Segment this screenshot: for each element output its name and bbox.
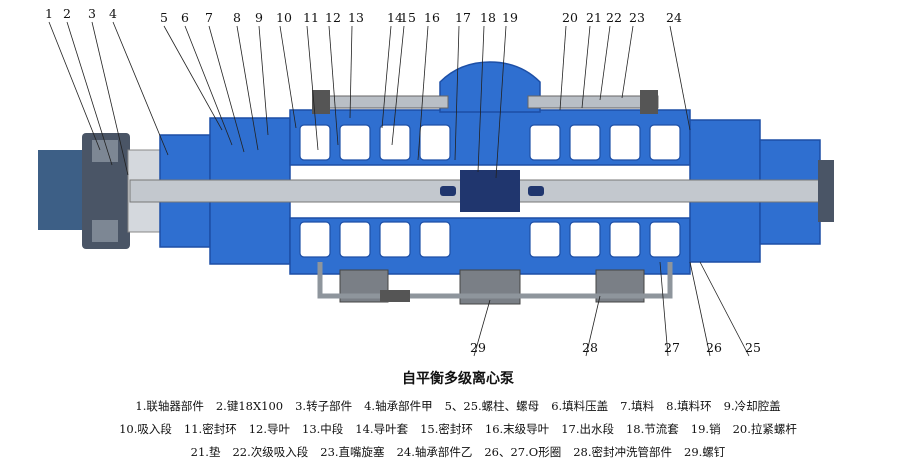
pump-casing [159, 61, 821, 275]
callout-number: 11 [303, 10, 319, 25]
callout-number: 4 [109, 6, 117, 21]
legend-item: 4.轴承部件甲 [364, 399, 433, 413]
callout-number: 15 [400, 10, 416, 25]
callout-number: 27 [664, 340, 680, 355]
leader-line [306, 25, 319, 151]
legend-item: 21.垫 [190, 445, 221, 459]
leader-line [258, 25, 269, 136]
callout-number: 22 [606, 10, 622, 25]
legend-item: 26、27.O形圈 [484, 445, 562, 459]
legend-item: 23.直嘴旋塞 [320, 445, 385, 459]
leader-line [236, 25, 259, 151]
legend-item: 13.中段 [302, 422, 344, 436]
legend-item: 24.轴承部件乙 [396, 445, 473, 459]
legend-item: 20.拉紧螺杆 [732, 422, 797, 436]
leader-line [473, 299, 491, 357]
legend-item: 11.密封环 [183, 422, 237, 436]
legend-item: 10.吸入段 [119, 422, 172, 436]
legend-item: 5、25.螺柱、螺母 [444, 399, 540, 413]
leader-line [669, 25, 691, 131]
callout-number: 23 [629, 10, 645, 25]
leader-line [208, 25, 245, 153]
leader-line [581, 25, 591, 109]
leader-line [621, 25, 634, 99]
legend-item: 12.导叶 [248, 422, 290, 436]
diagram-title: 自平衡多级离心泵 [402, 371, 514, 387]
callout-number: 1 [45, 6, 53, 21]
callout-number: 21 [586, 10, 602, 25]
legend-item: 6.填料压盖 [551, 399, 609, 413]
callout-number: 6 [181, 10, 189, 25]
leader-line [495, 25, 507, 179]
callout-number: 16 [424, 10, 440, 25]
callout-number: 14 [387, 10, 403, 25]
leader-line [391, 25, 405, 146]
leader-line [689, 261, 711, 357]
leader-line [163, 25, 223, 131]
leader-line [48, 21, 101, 151]
legend-item: 17.出水段 [561, 422, 614, 436]
legend-item: 7.填料 [620, 399, 655, 413]
legend-item: 3.转子部件 [295, 399, 353, 413]
legend-item: 16.末级导叶 [484, 422, 550, 436]
tie-rod-top-left [317, 95, 449, 109]
legend-item: 28.密封冲洗管部件 [573, 445, 673, 459]
leader-line [559, 25, 567, 111]
callout-number: 25 [745, 340, 761, 355]
callout-number: 29 [470, 340, 486, 355]
flush-pipe [317, 262, 673, 299]
legend-item: 18.节流套 [625, 422, 679, 436]
callout-number: 24 [666, 10, 682, 25]
leader-line [184, 25, 233, 146]
leader-line [659, 261, 669, 357]
callout-number: 8 [233, 10, 241, 25]
legend-row-1: 1.联轴器部件 2.键18X100 3.转子部件 4.轴承部件甲 5、25.螺柱、螺母 6… [0, 398, 916, 414]
callout-number: 10 [276, 10, 292, 25]
leader-line [477, 25, 485, 173]
leader-line [699, 261, 750, 357]
leader-line [454, 25, 460, 161]
legend-item: 14.导叶套 [355, 422, 409, 436]
support-foot-mid [459, 269, 521, 305]
leader-line [328, 25, 339, 146]
legend-item: 9.冷却腔盖 [723, 399, 781, 413]
legend-item: 29.螺钉 [684, 445, 726, 459]
legend-item: 1.联轴器部件 [135, 399, 204, 413]
leader-line [279, 25, 297, 129]
legend-row-3: 21.垫 22.次级吸入段 23.直嘴旋塞 24.轴承部件乙 26、27.O形圈 28.密… [0, 444, 916, 460]
callout-number: 12 [325, 10, 341, 25]
callout-number: 3 [88, 6, 96, 21]
leader-line [599, 25, 611, 101]
leader-line [585, 295, 601, 357]
legend-item: 2.键18X100 [215, 399, 284, 413]
leader-line [66, 21, 113, 166]
legend-item: 22.次级吸入段 [232, 445, 309, 459]
legend-item: 15.密封环 [420, 422, 473, 436]
leader-line [112, 21, 169, 156]
callout-number: 13 [348, 10, 364, 25]
legend-item: 8.填料环 [666, 399, 712, 413]
callout-number: 18 [480, 10, 496, 25]
tie-rod-top-right [527, 95, 659, 109]
callout-number: 2 [63, 6, 71, 21]
leader-line [349, 25, 353, 119]
legend-row-2: 10.吸入段 11.密封环 12.导叶 13.中段 14.导叶套 15.密封环 16.末级导… [0, 421, 916, 437]
callout-number: 26 [706, 340, 722, 355]
callout-number: 19 [502, 10, 518, 25]
leader-line [381, 25, 392, 129]
callout-number: 20 [562, 10, 578, 25]
callout-number: 17 [455, 10, 471, 25]
callout-number: 9 [255, 10, 263, 25]
legend-item: 19.销 [690, 422, 721, 436]
callout-number: 28 [582, 340, 598, 355]
impeller-stages [299, 124, 681, 258]
callout-number: 5 [160, 10, 168, 25]
callout-number: 7 [205, 10, 213, 25]
leader-line [91, 21, 129, 176]
leader-line [417, 25, 429, 161]
